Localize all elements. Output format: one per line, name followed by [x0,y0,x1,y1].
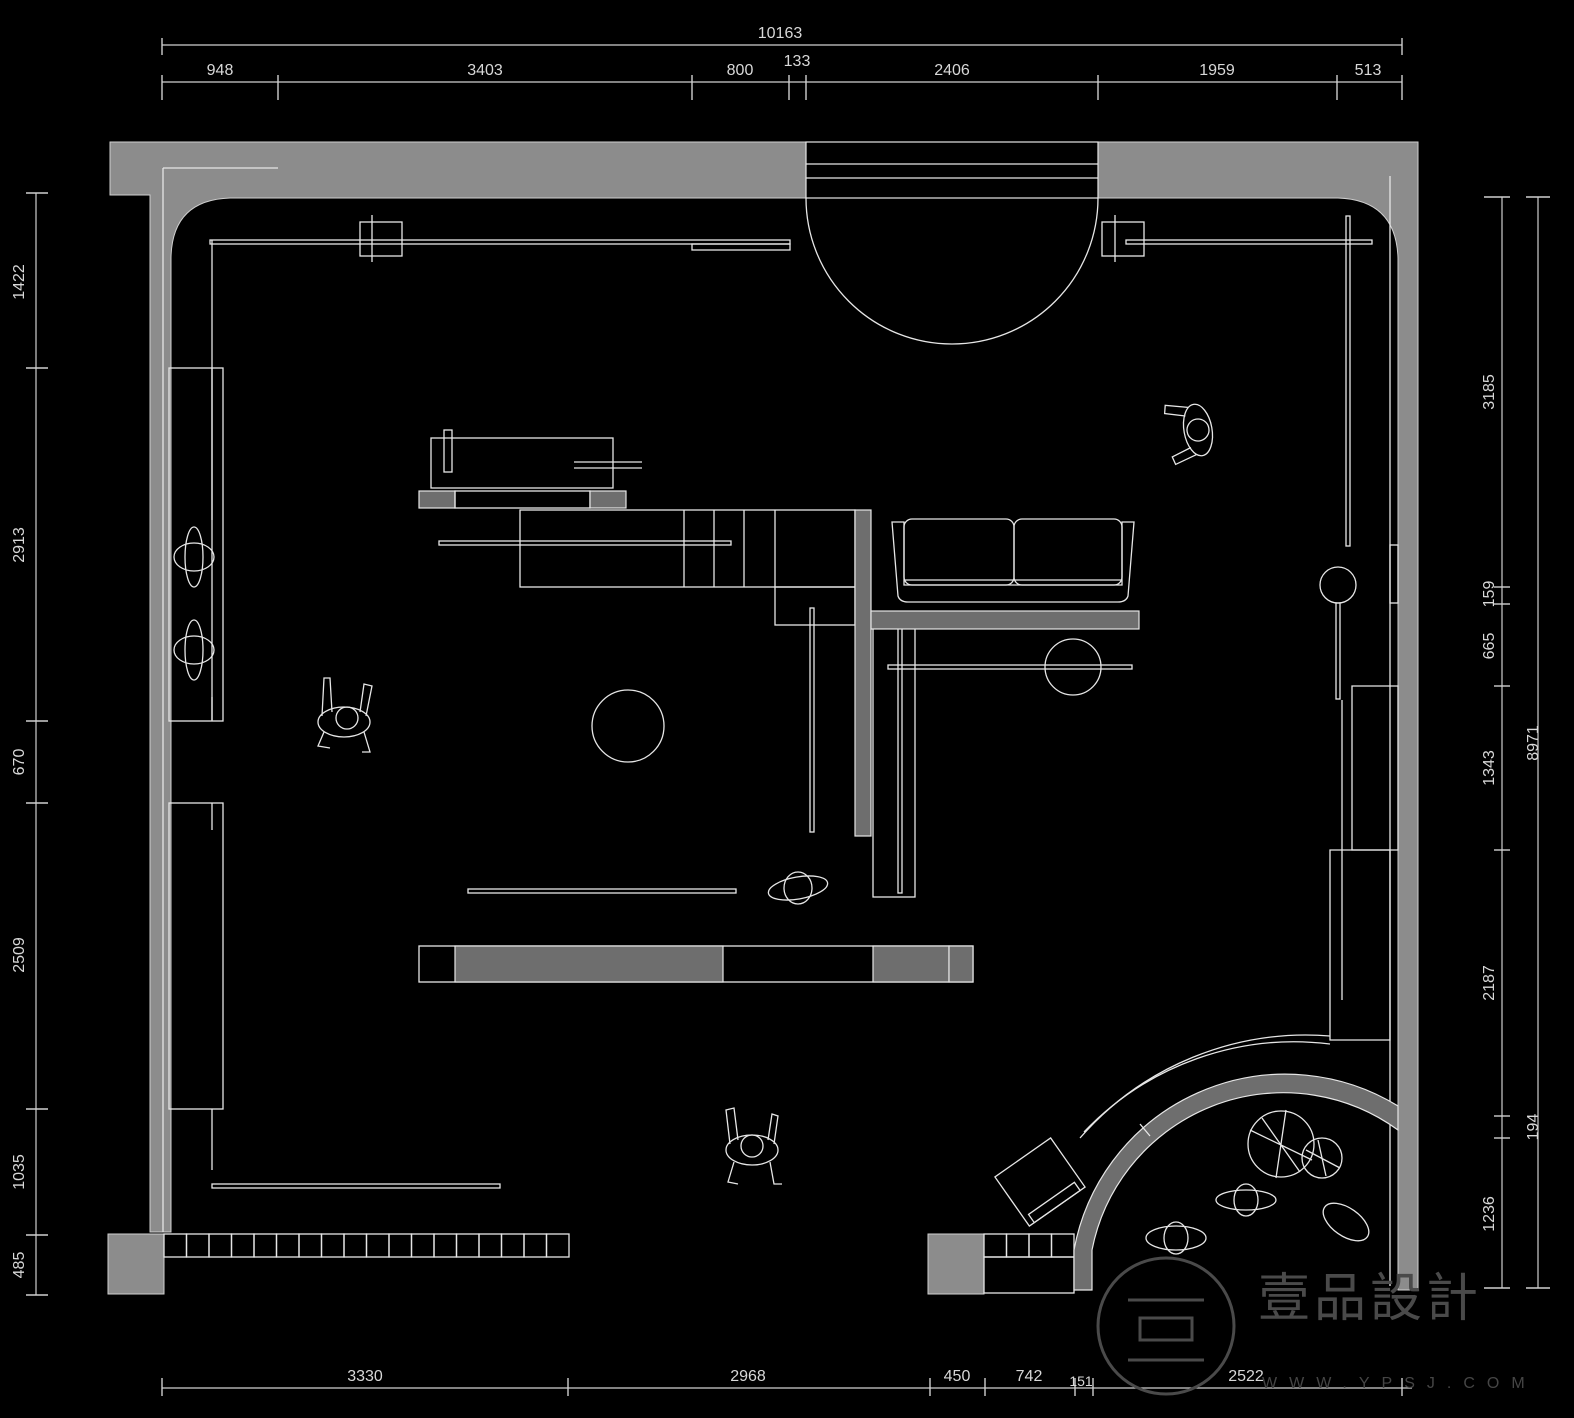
dim-right-4: 1343 [1481,750,1498,786]
floor-tile [253,1233,278,1258]
floor-tile [523,1233,548,1258]
dim-bottom-3: 450 [944,1368,971,1385]
floor-tile [1028,1233,1053,1258]
dim-right-5: 2187 [1481,965,1498,1001]
left-shelving [168,367,224,1170]
floor-tiles-left [163,1233,570,1258]
floor-tiles-right [983,1233,1075,1294]
dim-left-3: 670 [11,749,28,776]
dim-overall-width: 10163 [758,25,803,42]
floor-tile [298,1233,323,1258]
column-bottom-left [107,1233,165,1295]
floor-tile [545,1233,570,1258]
dim-right-1: 3185 [1481,374,1498,410]
dim-left-2: 2913 [11,527,28,563]
floor-tile [163,1233,188,1258]
dim-bottom-4: 742 [1016,1368,1043,1385]
watermark-brand: 壹品設計 [1258,1270,1482,1328]
dim-right-7: 1236 [1481,1196,1498,1232]
door-swing-top [805,197,1099,345]
people-figures [317,403,1214,1185]
dim-top-6: 1959 [1199,62,1235,79]
floor-tile [208,1233,233,1258]
floor-tile [410,1233,435,1258]
floor-tile [478,1233,503,1258]
dim-bottom-6: 2522 [1228,1368,1264,1385]
dim-top-5: 2406 [934,62,970,79]
dim-top-2: 3403 [467,62,503,79]
round-table [591,689,665,763]
dim-top-3: 800 [727,62,754,79]
dim-right-3: 665 [1481,633,1498,660]
floor-tile [1050,1233,1075,1258]
walls [107,141,1419,1295]
floor-tile [1005,1233,1030,1258]
sofa [891,521,1135,603]
top-dimensions: 10163 948 3403 800 133 2406 1959 513 [161,25,1403,100]
floor-tile [275,1233,300,1258]
floor-tile [388,1233,413,1258]
dim-left-5: 1035 [11,1154,28,1190]
dim-top-4: 133 [784,53,811,70]
right-dimensions: 3185 159 665 1343 2187 1236 8971 194 [1481,196,1550,1289]
floor-tile [185,1233,210,1258]
dim-left-1: 1422 [11,264,28,300]
dim-left-6: 485 [11,1252,28,1279]
floor-tile [433,1233,458,1258]
dim-bottom-5: 151 [1069,1373,1093,1389]
dim-bottom-1: 3330 [347,1368,383,1385]
dim-bottom-2: 2968 [730,1368,766,1385]
dim-top-7: 513 [1355,62,1382,79]
floor-tile [983,1256,1075,1294]
dim-right-2: 159 [1481,581,1498,608]
left-dimensions: 1422 2913 670 2509 1035 485 [11,192,48,1296]
floor-tile [343,1233,368,1258]
floor-tile [230,1233,255,1258]
right-fixtures [1319,544,1399,1041]
watermark-logo: 壹品設計 WWW.YPSJ.COM [1096,1256,1537,1396]
floor-tile [365,1233,390,1258]
floor-tile [320,1233,345,1258]
display-tables [211,429,1140,1189]
dim-left-4: 2509 [11,937,28,973]
column-bottom-right [927,1233,985,1295]
top-rails [209,215,1373,720]
curved-corner-room [994,1034,1399,1291]
dim-top-1: 948 [207,62,234,79]
floor-tile [983,1233,1008,1258]
floor-tile [455,1233,480,1258]
floor-tile [500,1233,525,1258]
dim-overall-height: 8971 [1525,725,1542,761]
watermark-url: WWW.YPSJ.COM [1262,1375,1537,1392]
top-window [805,141,1099,199]
bottom-dimensions: 3330 2968 450 742 151 2522 [161,1368,1412,1396]
dim-right-6: 194 [1525,1114,1542,1141]
